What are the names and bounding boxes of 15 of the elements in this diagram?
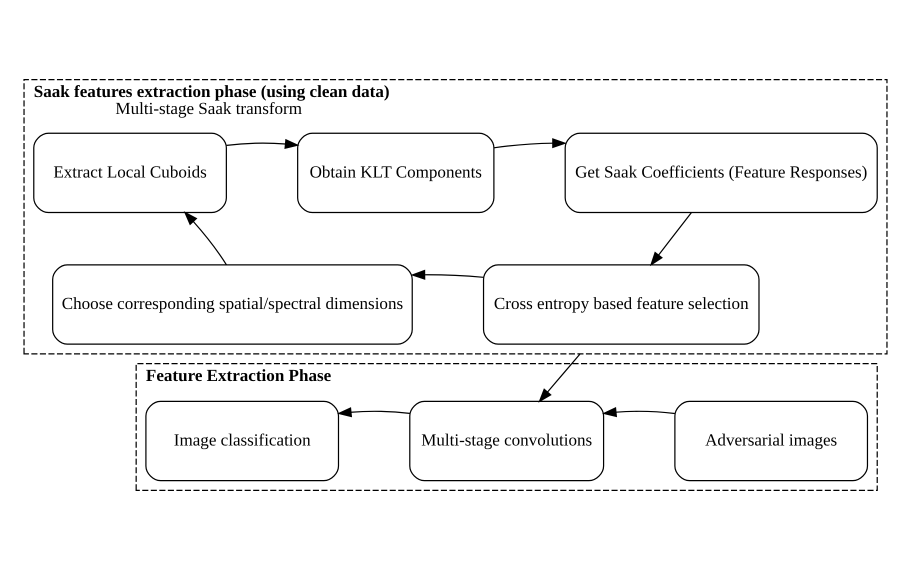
node-box: Obtain KLT Components [296, 132, 494, 213]
node-box: Multi-stage convolutions [408, 400, 604, 481]
arrow [601, 406, 674, 417]
node-box: Adversarial images [674, 400, 868, 481]
node-box: Image classification [144, 400, 339, 481]
arrow [226, 138, 299, 149]
arrow [336, 406, 410, 417]
node-box: Get Saak Coefficients (Feature Responses) [564, 132, 878, 213]
arrow [493, 138, 566, 148]
node-box: Choose corresponding spatial/spectral dimensions [52, 264, 412, 344]
node-box: Extract Local Cuboids [32, 132, 226, 213]
node-box: Cross entropy based feature selection [482, 264, 760, 344]
arrow [410, 269, 483, 280]
arrow [183, 210, 226, 265]
arrow [649, 212, 692, 266]
